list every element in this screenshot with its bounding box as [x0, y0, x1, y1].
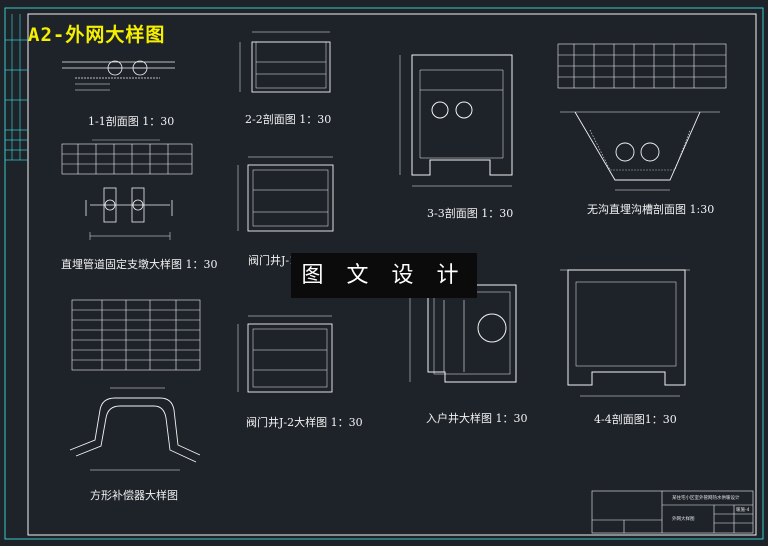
caption-square-compensator: 方形补偿器大样图 [90, 489, 178, 502]
section-2-2-drawing [239, 31, 331, 93]
valve-well-j2-drawing [237, 315, 333, 393]
caption-section-3-3: 3-3剖面图 1：30 [427, 207, 514, 220]
title-block-frame [591, 490, 754, 534]
caption-trench-section: 无沟直埋沟槽剖面图 1:30 [587, 203, 715, 216]
section-1-1-drawing [62, 60, 175, 91]
fixed-support-drawing [85, 187, 173, 240]
section-4-4-drawing [560, 269, 690, 397]
caption-valve-well-j1: 阀门井J-1 [248, 254, 297, 267]
watermark: 图 文 设 计 [291, 253, 477, 298]
caption-section-1-1: 1-1剖面图 1：30 [88, 115, 175, 128]
binding-strip [5, 14, 28, 161]
sheet-title: A2-外网大样图 [28, 24, 166, 46]
outer-frame [4, 7, 764, 540]
title-block-drawing-name: 外网大样图 [672, 517, 695, 522]
fixed-support-table [61, 139, 193, 175]
section-3-3-drawing [399, 54, 513, 187]
trench-section-drawing [560, 111, 720, 191]
trench-table [557, 43, 727, 89]
compensator-drawing [69, 387, 201, 471]
caption-section-4-4: 4-4剖面图1：30 [594, 413, 677, 426]
caption-pipe-fixed-support: 直埋管道固定支墩大样图 1：30 [61, 258, 218, 271]
caption-section-2-2: 2-2剖面图 1：30 [245, 113, 332, 126]
caption-valve-well-j2: 阀门井J-2大样图 1：30 [246, 416, 363, 429]
caption-entry-well: 入户井大样图 1：30 [426, 412, 528, 425]
compensator-table [71, 299, 201, 371]
inner-frame [27, 13, 757, 536]
entry-well-drawing [409, 284, 517, 383]
valve-well-j1-drawing [237, 156, 334, 232]
title-block-project: 某住宅小区室外管网热水供暖设计 [672, 496, 740, 501]
title-block-sheet-no: 暖施-4 [736, 508, 750, 513]
